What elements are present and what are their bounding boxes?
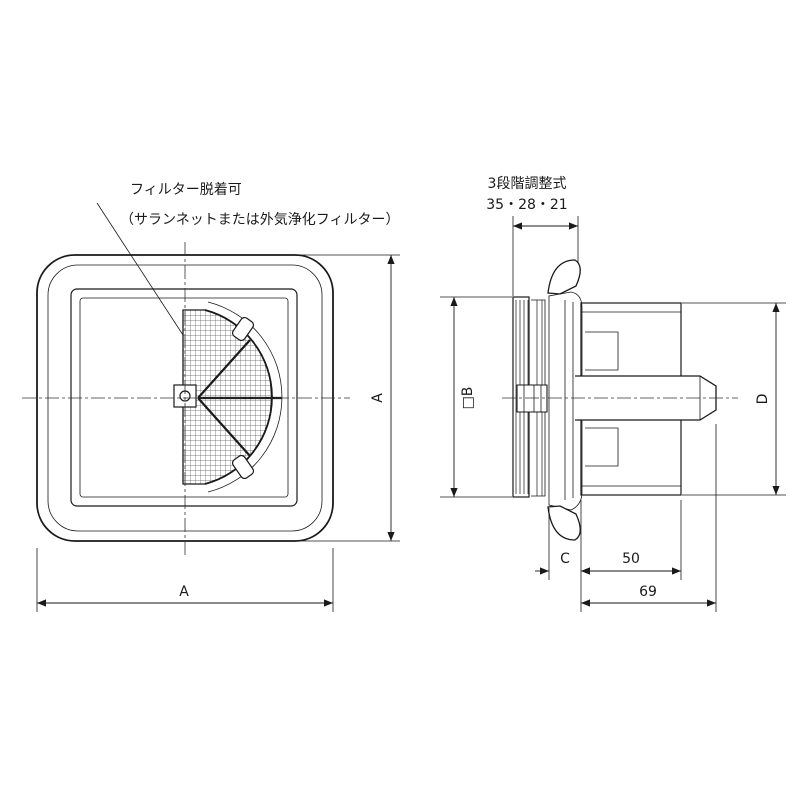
dim-label-front-width: A xyxy=(179,584,189,600)
dim-d xyxy=(682,302,786,496)
dim-front-height xyxy=(300,254,400,542)
adjust-title: 3段階調整式 xyxy=(488,176,567,192)
filter-note-line2: （サランネットまたは外気浄化フィルター） xyxy=(120,212,399,228)
dim-label-d: D xyxy=(755,394,771,405)
dim-label-square-b: □B xyxy=(460,387,476,410)
dim-label-front-height: A xyxy=(370,393,386,403)
side-knob xyxy=(516,384,548,413)
inner-face xyxy=(70,288,298,507)
dim-label-c: C xyxy=(560,551,570,567)
dim-label-69: 69 xyxy=(639,584,657,600)
side-view xyxy=(502,259,738,541)
filter-leader-line xyxy=(96,202,184,336)
dim-front-width xyxy=(36,548,334,612)
flange-body xyxy=(548,291,583,511)
adjust-values: 35・28・21 xyxy=(486,197,567,213)
dim-label-50: 50 xyxy=(622,551,640,567)
filter-note-line1: フィルター脱着可 xyxy=(130,182,242,198)
dim-bottom-side xyxy=(535,424,717,612)
front-view xyxy=(22,202,350,555)
flange-top-lip xyxy=(547,259,581,295)
filter-tab-bottom xyxy=(231,454,255,480)
flange-bottom-lip xyxy=(547,505,581,541)
inner-face-edge xyxy=(79,297,289,498)
dim-square-b xyxy=(440,296,512,498)
filter-tab-top xyxy=(231,316,255,342)
dim-adjust xyxy=(512,216,579,296)
